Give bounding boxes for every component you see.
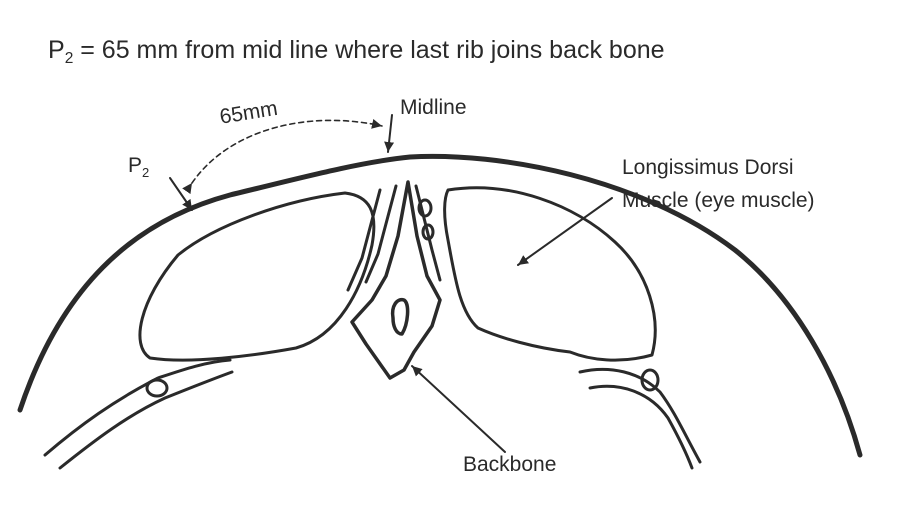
p2-label: P2: [128, 154, 149, 178]
dorsal-spine-inner: [366, 186, 396, 282]
right-eye-muscle: [445, 188, 656, 360]
distance-arc: [192, 120, 382, 183]
p2-subscript: 2: [142, 165, 149, 180]
left-rib: [45, 360, 232, 468]
p2-pointer: [170, 178, 192, 210]
backbone-pointer: [412, 366, 505, 452]
figure-title: P2 = 65 mm from mid line where last rib …: [48, 36, 665, 65]
midline-pointer: [388, 115, 392, 152]
muscle-label-line1: Longissimus Dorsi: [622, 156, 794, 180]
title-subscript: 2: [65, 50, 74, 67]
backbone-foramen: [393, 300, 408, 334]
right-rib: [580, 369, 700, 468]
backbone-label: Backbone: [463, 453, 556, 477]
left-rib-head: [147, 380, 167, 396]
backbone-vertebra: [352, 182, 440, 378]
muscle-label-line2: Muscle (eye muscle): [622, 189, 815, 213]
midline-label: Midline: [400, 96, 467, 120]
